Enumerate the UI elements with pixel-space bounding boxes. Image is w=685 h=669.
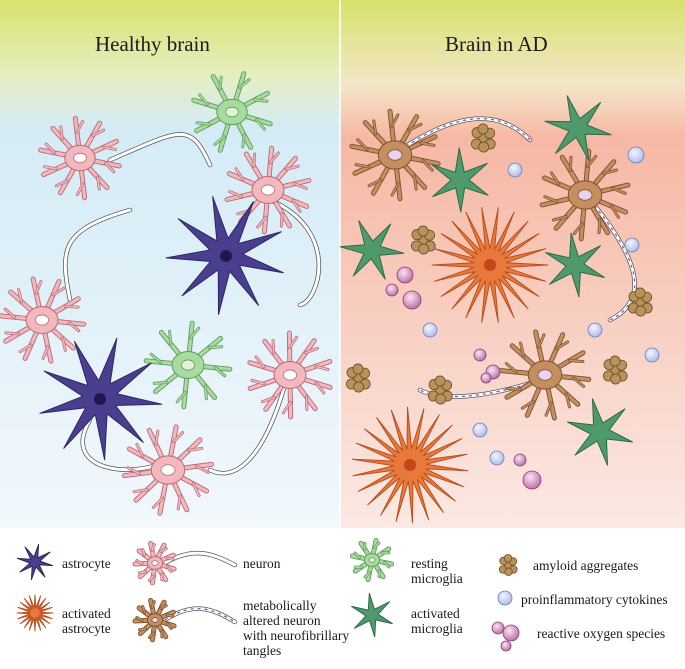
activated-microglia xyxy=(431,147,489,213)
cytokine xyxy=(472,422,488,438)
resting-microglia xyxy=(143,320,233,410)
amyloid-aggregate xyxy=(602,355,628,385)
legend-label-activated-astrocyte: activated astrocyte xyxy=(62,606,111,636)
axon xyxy=(207,382,288,476)
neuron xyxy=(247,330,333,420)
axon xyxy=(107,132,213,168)
reactive-oxygen-species xyxy=(522,470,542,490)
amyloid-aggregate xyxy=(427,375,453,405)
neuron xyxy=(38,115,122,201)
activated-microglia xyxy=(567,398,633,466)
activated-microglia xyxy=(544,95,612,161)
legend-label-resting-microglia: resting microglia xyxy=(411,556,463,586)
cytokine xyxy=(422,322,438,338)
legend-ros-icon xyxy=(491,621,505,635)
legend-label-amyloid: amyloid aggregates xyxy=(533,558,639,573)
legend-label-activated-microglia: activated microglia xyxy=(411,606,463,636)
axon xyxy=(267,197,321,308)
legend-label-astrocyte: astrocyte xyxy=(62,556,111,571)
legend-label-neuron: neuron xyxy=(243,556,281,571)
cytokine xyxy=(624,237,640,253)
legend-altered-neuron-icon xyxy=(132,598,177,643)
cytokine xyxy=(507,162,523,178)
resting-microglia xyxy=(191,71,273,153)
altered-neuron xyxy=(349,108,441,202)
legend-cytokine-icon xyxy=(497,590,513,606)
activated-microglia xyxy=(339,220,405,280)
healthy-brain-cells xyxy=(0,71,333,516)
neuron xyxy=(0,276,87,364)
legend-altered-neuron-axon xyxy=(162,606,238,625)
healthy-panel-bg xyxy=(0,0,340,528)
reactive-oxygen-species xyxy=(473,348,487,362)
cytokine xyxy=(489,450,505,466)
altered-neuron-axon xyxy=(417,377,543,399)
amyloid-aggregate xyxy=(410,225,436,255)
altered-neuron xyxy=(539,148,631,242)
legend-astrocyte-icon xyxy=(16,543,54,581)
legend-activated-astrocyte-icon xyxy=(16,594,54,632)
amyloid-aggregate xyxy=(627,287,653,317)
cytokine xyxy=(644,347,660,363)
legend-resting-microglia-icon xyxy=(349,537,395,583)
brain-in-ad-title: Brain in AD xyxy=(445,32,548,56)
legend-neuron-icon xyxy=(132,541,177,586)
cytokine xyxy=(587,322,603,338)
legend-ros-icon xyxy=(500,640,512,652)
reactive-oxygen-species xyxy=(480,372,492,384)
altered-neuron-axon xyxy=(587,197,637,323)
altered-neuron xyxy=(498,329,592,421)
reactive-oxygen-species xyxy=(402,290,422,310)
legend-ros-icon xyxy=(502,624,520,642)
legend-label-altered-neuron: metabolically altered neuron with neurof… xyxy=(243,598,350,658)
neuron xyxy=(121,424,215,516)
legend-amyloid-icon xyxy=(498,554,518,576)
healthy-brain-title: Healthy brain xyxy=(95,32,210,56)
legend-label-ros: reactive oxygen species xyxy=(537,626,666,641)
cytokine xyxy=(627,146,645,164)
reactive-oxygen-species xyxy=(513,453,527,467)
reactive-oxygen-species xyxy=(396,266,414,284)
amyloid-aggregate xyxy=(345,363,371,393)
activated-microglia xyxy=(545,232,605,298)
ad-brain-cells xyxy=(339,95,660,524)
amyloid-aggregate xyxy=(470,123,496,153)
legend-label-cytokines: proinflammatory cytokines xyxy=(521,592,668,607)
altered-neuron-axon xyxy=(397,116,533,153)
reactive-oxygen-species xyxy=(385,283,399,297)
legend-icons xyxy=(16,537,520,652)
axon xyxy=(63,207,133,303)
legend-activated-microglia-icon xyxy=(351,592,393,638)
